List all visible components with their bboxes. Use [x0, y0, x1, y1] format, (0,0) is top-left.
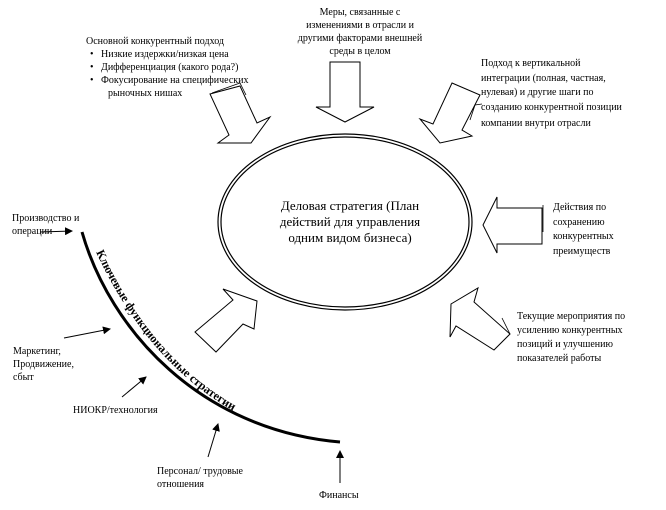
- competitive-advantage-block: Действия по сохранению конкурентных преи…: [553, 201, 614, 259]
- vertical-integration-block: Подход к вертикальной интеграции (полная…: [481, 57, 622, 132]
- text-line: Производство и: [12, 213, 80, 224]
- text-line: компании внутри отрасли: [481, 118, 591, 129]
- production-label: Производство и операции: [12, 212, 79, 238]
- personnel-label: Персонал/ трудовые отношения: [157, 465, 243, 491]
- text-line: преимуществ: [553, 245, 611, 257]
- arrow-production: [39, 227, 73, 236]
- business-strategy-ellipse: [217, 133, 473, 311]
- center-line: одним видом бизнеса): [288, 230, 412, 245]
- block-arrow-bottom-right: [449, 286, 511, 351]
- external-measures-block: Меры, связанные с изменениями в отрасли …: [270, 6, 450, 58]
- functional-strategies-arc: [80, 231, 341, 444]
- text-line: сохранению: [553, 216, 605, 228]
- competitive-approach-title: Основной конкурентный подход: [86, 36, 225, 47]
- text-line: изменениями в отрасли и: [306, 20, 414, 31]
- rnd-label: НИОКР/технология: [73, 405, 158, 416]
- center-line: Деловая стратегия (План: [280, 198, 420, 213]
- arrow-marketing: [63, 326, 111, 339]
- center-line: действий для управления: [279, 214, 421, 229]
- block-arrow-top: [315, 61, 375, 123]
- bullet-item: Дифференциация (какого рода?): [86, 61, 249, 74]
- bullet-item: Фокусирование на специфических: [86, 74, 249, 87]
- bullet-continuation: рыночных нишах: [108, 88, 183, 99]
- text-line: другими факторами внешней: [297, 33, 423, 44]
- bullet-item: Низкие издержки/низкая цена: [86, 48, 249, 61]
- text-line: среды в целом: [329, 46, 391, 57]
- text-line: операции: [12, 226, 53, 237]
- text-line: позиций и улучшению: [517, 339, 613, 350]
- text-line: сбыт: [13, 372, 34, 383]
- text-line: Действия по: [553, 202, 607, 213]
- business-strategy-text: Деловая стратегия (План действий для упр…: [250, 198, 450, 246]
- text-line: созданию конкурентной позиции: [481, 101, 622, 113]
- text-line: показателей работы: [517, 353, 602, 364]
- connector-top-right: [469, 103, 483, 121]
- current-measures-block: Текущие мероприятия по усилению конкурен…: [517, 310, 625, 366]
- text-line: конкурентных: [553, 231, 614, 242]
- text-line: Меры, связанные с: [319, 7, 401, 18]
- text-line: Маркетинг,: [13, 346, 61, 357]
- marketing-label: Маркетинг, Продвижение, сбыт: [13, 345, 74, 384]
- block-arrow-bottom-left: [194, 288, 258, 353]
- arrow-personnel: [207, 423, 220, 458]
- block-arrow-right: [482, 196, 543, 254]
- text-line: Текущие мероприятия по: [517, 311, 626, 322]
- text-line: отношения: [157, 479, 205, 490]
- text-line: усилению конкурентных: [517, 325, 623, 336]
- text-line: нулевая) и другие шаги по: [481, 87, 594, 98]
- finance-label: Финансы: [319, 490, 359, 501]
- text-line: Продвижение,: [13, 359, 74, 370]
- connector-bottom-right: [501, 317, 511, 335]
- text-line: интеграции (полная, частная,: [481, 72, 606, 84]
- block-arrow-top-right: [418, 82, 481, 144]
- block-arrow-top-left: [209, 85, 272, 144]
- competitive-approach-block: Основной конкурентный подход Низкие изде…: [86, 35, 249, 100]
- arrow-rnd: [121, 376, 147, 398]
- text-line: Подход к вертикальной: [481, 58, 581, 69]
- text-line: Персонал/ трудовые: [157, 466, 243, 477]
